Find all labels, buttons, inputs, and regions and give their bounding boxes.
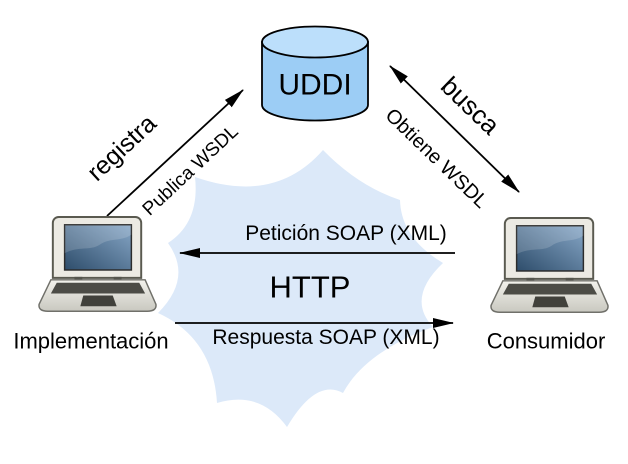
soap-request-label: Petición SOAP (XML) [245,221,447,245]
register-arrow [106,89,244,217]
consumer-laptop-icon [490,216,610,314]
uddi-database-icon [261,25,369,122]
consumer-label: Consumidor [486,328,606,354]
implementation-laptop-icon [38,215,158,313]
soap-response-label: Respuesta SOAP (XML) [212,325,440,349]
implementation-label: Implementación [13,328,169,354]
cloud-shape [158,150,443,427]
http-label: HTTP [269,269,351,305]
uddi-cylinder-top [261,25,369,59]
uddi-label: UDDI [278,68,352,102]
uddi-cylinder-body [261,41,369,122]
search-arrow [389,65,520,193]
